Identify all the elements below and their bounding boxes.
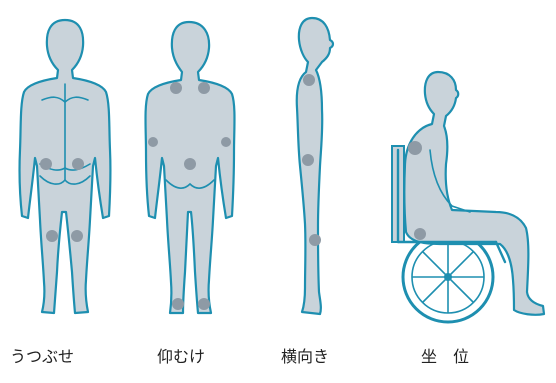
sitting-spot-scapula [408, 141, 422, 155]
prone-shoulder-line [41, 96, 89, 104]
supine-spot-scapula-right [198, 82, 210, 94]
supine-hip-line [165, 179, 215, 189]
side-spot-knee [309, 234, 321, 246]
figure-supine [144, 20, 236, 315]
supine-spot-elbow-left [148, 137, 158, 147]
caption-side: 横向き [281, 347, 330, 366]
prone-spot-knee-left [40, 158, 52, 170]
caption-prone: うつぶせ [10, 347, 75, 366]
figure-prone [18, 18, 112, 315]
figure-sitting [391, 70, 546, 324]
supine-spot-elbow-right [221, 137, 231, 147]
side-spot-hip [302, 154, 314, 166]
supine-spot-heel-left [172, 298, 184, 310]
supine-spot-heel-right [198, 298, 210, 310]
sitting-arm-line [429, 149, 471, 213]
caption-supine: 仰むけ [157, 347, 206, 366]
side-body [295, 16, 335, 316]
figure-side [295, 16, 335, 316]
sitting-body [403, 70, 546, 316]
wheel-hub [444, 273, 452, 281]
sitting-spot-coccyx [414, 228, 426, 240]
prone-spot-shin-right [71, 230, 83, 242]
caption-sitting: 坐 位 [421, 347, 470, 366]
chair-frame-lower [494, 240, 507, 264]
supine-spot-scapula-left [170, 82, 182, 94]
side-spot-shoulder [303, 74, 315, 86]
supine-spot-sacrum [184, 158, 196, 170]
prone-buttock-line [39, 175, 91, 185]
prone-spot-knee-right [72, 158, 84, 170]
prone-spot-shin-left [46, 230, 58, 242]
